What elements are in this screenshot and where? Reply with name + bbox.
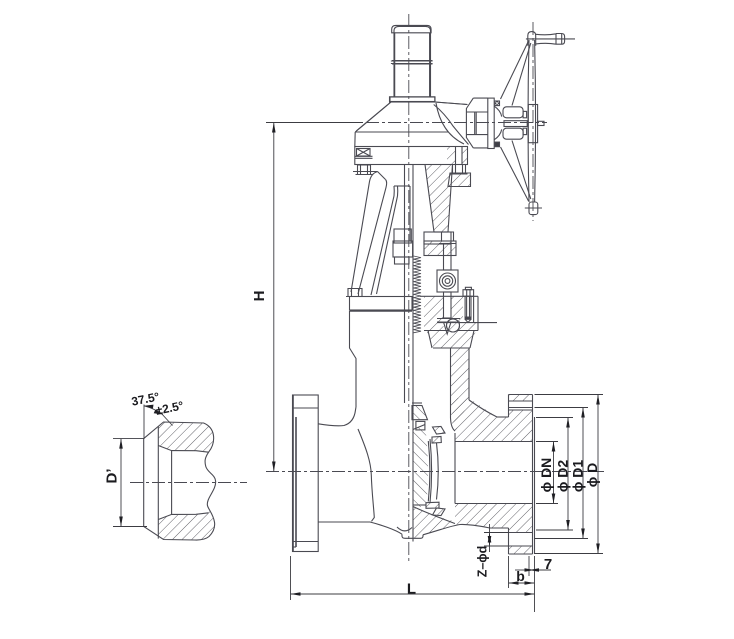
svg-text:H: H <box>251 291 268 302</box>
svg-text:ϕ DN: ϕ DN <box>538 458 554 493</box>
svg-text:b: b <box>516 568 525 584</box>
svg-text:ϕ D2: ϕ D2 <box>555 460 571 492</box>
svg-text:ϕ D1: ϕ D1 <box>570 460 586 492</box>
svg-text:37.5°: 37.5° <box>130 389 161 408</box>
svg-text:±2.5°: ±2.5° <box>154 398 185 418</box>
svg-text:D’: D’ <box>104 469 121 484</box>
svg-text:L: L <box>407 581 416 598</box>
svg-text:Z–ϕd: Z–ϕd <box>476 546 490 578</box>
svg-text:7: 7 <box>544 556 552 573</box>
svg-text:ϕ D: ϕ D <box>584 463 600 488</box>
